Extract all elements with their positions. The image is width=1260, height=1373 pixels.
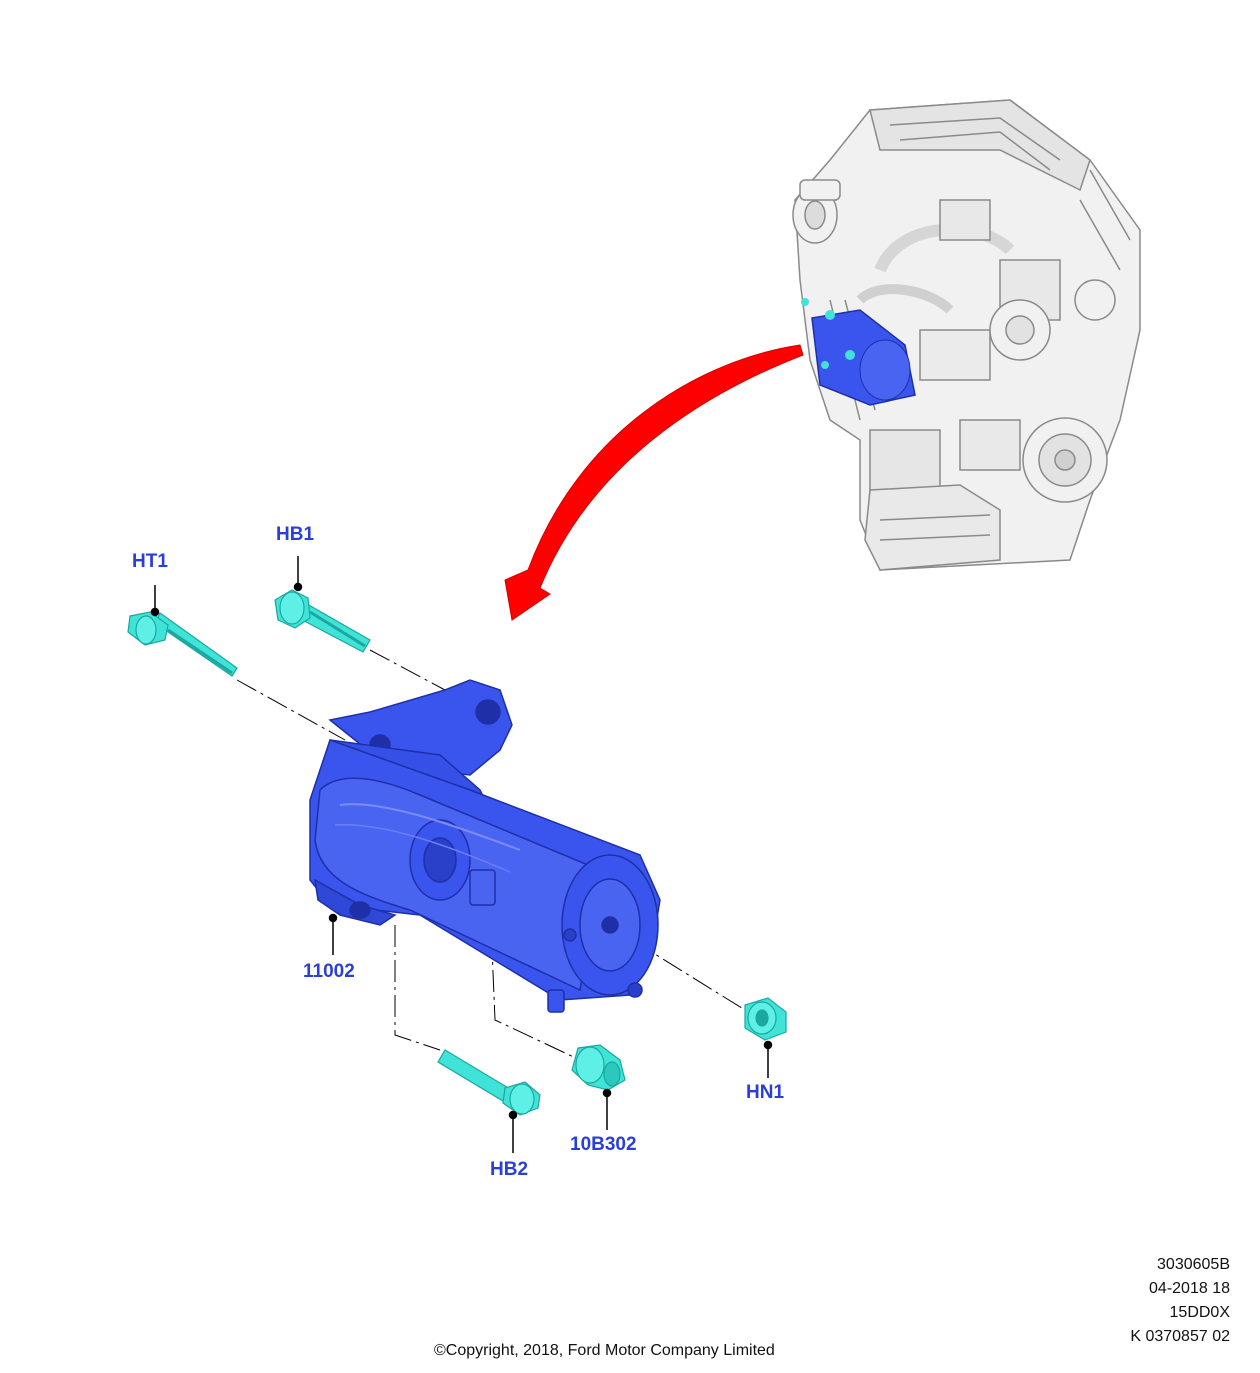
starter-location-highlight	[801, 298, 916, 406]
stud-10b302	[571, 1044, 626, 1091]
bolt-hb1	[274, 589, 371, 653]
callout-ht1: HT1	[132, 551, 168, 572]
reference-info: 3030605B 04-2018 18 15DD0X K 0370857 02	[1130, 1253, 1230, 1349]
bolt-hb2	[437, 1049, 541, 1116]
reference-line-4: K 0370857 02	[1130, 1328, 1230, 1345]
location-arrow	[504, 344, 804, 621]
leader-lines	[150, 556, 773, 1153]
callout-11002: 11002	[303, 961, 355, 982]
callout-hn1: HN1	[746, 1082, 785, 1103]
callout-10b302: 10B302	[570, 1134, 637, 1155]
starter-motor-11002	[309, 679, 661, 1013]
callout-hb1: HB1	[276, 524, 315, 545]
reference-line-2: 04-2018 18	[1149, 1280, 1230, 1297]
bolt-ht1	[127, 611, 238, 677]
callout-hb2: HB2	[490, 1159, 529, 1180]
reference-line-3: 15DD0X	[1169, 1304, 1230, 1321]
engine-assembly-illustration	[792, 99, 1141, 571]
reference-line-1: 3030605B	[1157, 1256, 1230, 1273]
copyright-notice: ©Copyright, 2018, Ford Motor Company Lim…	[434, 1342, 775, 1359]
nut-hn1	[744, 997, 787, 1041]
